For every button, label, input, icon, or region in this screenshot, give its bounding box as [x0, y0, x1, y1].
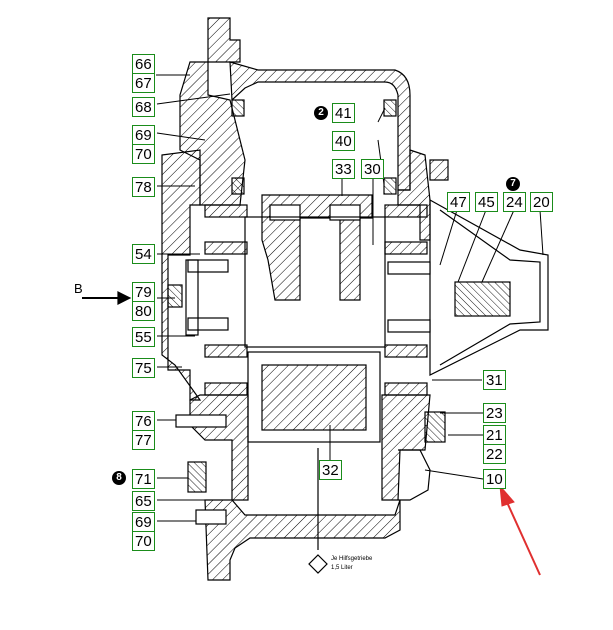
part-label-69[interactable]: 69: [132, 512, 155, 532]
part-label-45[interactable]: 45: [475, 192, 498, 212]
part-label-20[interactable]: 20: [530, 192, 553, 212]
cone-housing: [429, 198, 549, 376]
part-label-40[interactable]: 40: [332, 131, 355, 151]
left-outer-shell: [161, 149, 202, 401]
callout-marker: 2: [314, 106, 328, 120]
part-label-31[interactable]: 31: [483, 370, 506, 390]
part-label-41[interactable]: 41: [332, 103, 355, 123]
top-cover: [229, 61, 411, 191]
highlight-arrow: [499, 484, 541, 576]
part-label-65[interactable]: 65: [132, 491, 155, 511]
part-label-71[interactable]: 71: [132, 469, 155, 489]
bottom-housing: [204, 499, 401, 581]
part-label-70[interactable]: 70: [132, 531, 155, 551]
right-flange: [429, 159, 449, 181]
lower-gear-inner: [261, 364, 367, 431]
part-label-76[interactable]: 76: [132, 411, 155, 431]
view-arrow-head: [117, 291, 132, 305]
center-shaft: [244, 216, 386, 348]
view-letter: B: [74, 281, 83, 296]
part-label-22[interactable]: 22: [483, 444, 506, 464]
part-label-30[interactable]: 30: [361, 159, 384, 179]
bearing-top-right: [384, 204, 428, 218]
part-label-24[interactable]: 24: [503, 192, 526, 212]
callout-marker: 8: [112, 471, 126, 485]
part-label-67[interactable]: 67: [132, 73, 155, 93]
oil-note-line2: 1,5 Liter: [331, 565, 353, 571]
part-label-66[interactable]: 66: [132, 54, 155, 74]
part-label-21[interactable]: 21: [483, 425, 506, 445]
part-label-78[interactable]: 78: [132, 177, 155, 197]
oil-fill-diamond: [308, 554, 328, 574]
part-label-69[interactable]: 69: [132, 125, 155, 145]
oil-note-line1: Je Hilfsgetriebe: [331, 556, 373, 562]
lower-right-housing: [381, 394, 431, 501]
part-label-75[interactable]: 75: [132, 358, 155, 378]
callout-marker: 7: [506, 177, 520, 191]
top-flange: [207, 17, 241, 63]
part-label-68[interactable]: 68: [132, 97, 155, 117]
part-label-47[interactable]: 47: [447, 192, 470, 212]
part-label-77[interactable]: 77: [132, 430, 155, 450]
part-label-80[interactable]: 80: [132, 301, 155, 321]
part-label-33[interactable]: 33: [332, 159, 355, 179]
part-label-32[interactable]: 32: [319, 460, 342, 480]
part-label-10[interactable]: 10: [483, 469, 506, 489]
part-label-54[interactable]: 54: [132, 244, 155, 264]
part-label-55[interactable]: 55: [132, 327, 155, 347]
part-label-79[interactable]: 79: [132, 282, 155, 302]
shaft-spline: [454, 281, 511, 317]
part-label-23[interactable]: 23: [483, 403, 506, 423]
part-label-70[interactable]: 70: [132, 144, 155, 164]
bearing-top-left: [204, 204, 248, 218]
